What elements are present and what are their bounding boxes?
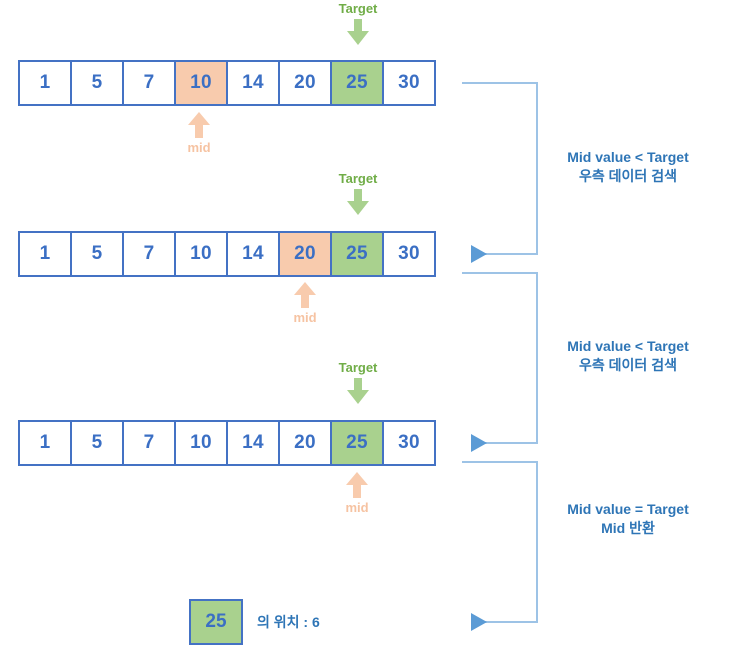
array-cell: 30 [382,231,436,277]
array-cell: 5 [70,231,124,277]
array-cell: 5 [70,60,124,106]
result-position-text: 의 위치 : 6 [257,614,320,630]
array-cell: 5 [70,420,124,466]
mid-label: mid [293,310,317,325]
connector-step3-result [462,461,538,631]
target-marker-step-2: Target [318,172,398,215]
annotation-step-1: Mid value < Target 우측 데이터 검색 [528,148,728,186]
array-cell: 30 [382,420,436,466]
mid-marker-step-2: mid [265,282,345,325]
array-cell: 7 [122,231,176,277]
arrow-up-icon [294,282,316,308]
target-label: Target [338,1,378,16]
array-cell: 25 [330,231,384,277]
mid-marker-step-1: mid [159,112,239,155]
array-cell: 10 [174,420,228,466]
array-cell: 25 [330,60,384,106]
array-cell: 25 [330,420,384,466]
mid-label: mid [345,500,369,515]
array-cell: 20 [278,420,332,466]
array-cell: 7 [122,420,176,466]
annotation-line-1: Mid value < Target [567,149,689,165]
target-marker-step-1: Target [318,2,398,45]
annotation-line-2: 우측 데이터 검색 [579,357,677,373]
array-cell: 7 [122,60,176,106]
annotation-line-1: Mid value = Target [567,501,689,517]
result-block: 25 의 위치 : 6 [189,599,320,645]
annotation-line-2: Mid 반환 [601,520,655,536]
array-cell: 14 [226,60,280,106]
arrow-up-icon [188,112,210,138]
annotation-step-3: Mid value = Target Mid 반환 [528,500,728,538]
array-cell: 30 [382,60,436,106]
array-cell: 1 [18,420,72,466]
annotation-step-2: Mid value < Target 우측 데이터 검색 [528,337,728,375]
mid-marker-step-3: mid [317,472,397,515]
array-cell: 10 [174,60,228,106]
array-cell: 20 [278,60,332,106]
arrow-down-icon [347,19,369,45]
target-label: Target [338,360,378,375]
annotation-line-1: Mid value < Target [567,338,689,354]
array-cell: 14 [226,231,280,277]
array-cell: 1 [18,231,72,277]
array-cell: 14 [226,420,280,466]
result-value-box: 25 [189,599,243,645]
array-cell: 20 [278,231,332,277]
connector-step2-step3 [462,272,538,452]
arrow-down-icon [347,378,369,404]
target-label: Target [338,171,378,186]
connector-step1-step2 [462,82,538,263]
arrow-up-icon [346,472,368,498]
arrow-down-icon [347,189,369,215]
mid-label: mid [187,140,211,155]
array-cell: 10 [174,231,228,277]
array-cell: 1 [18,60,72,106]
annotation-line-2: 우측 데이터 검색 [579,168,677,184]
target-marker-step-3: Target [318,361,398,404]
